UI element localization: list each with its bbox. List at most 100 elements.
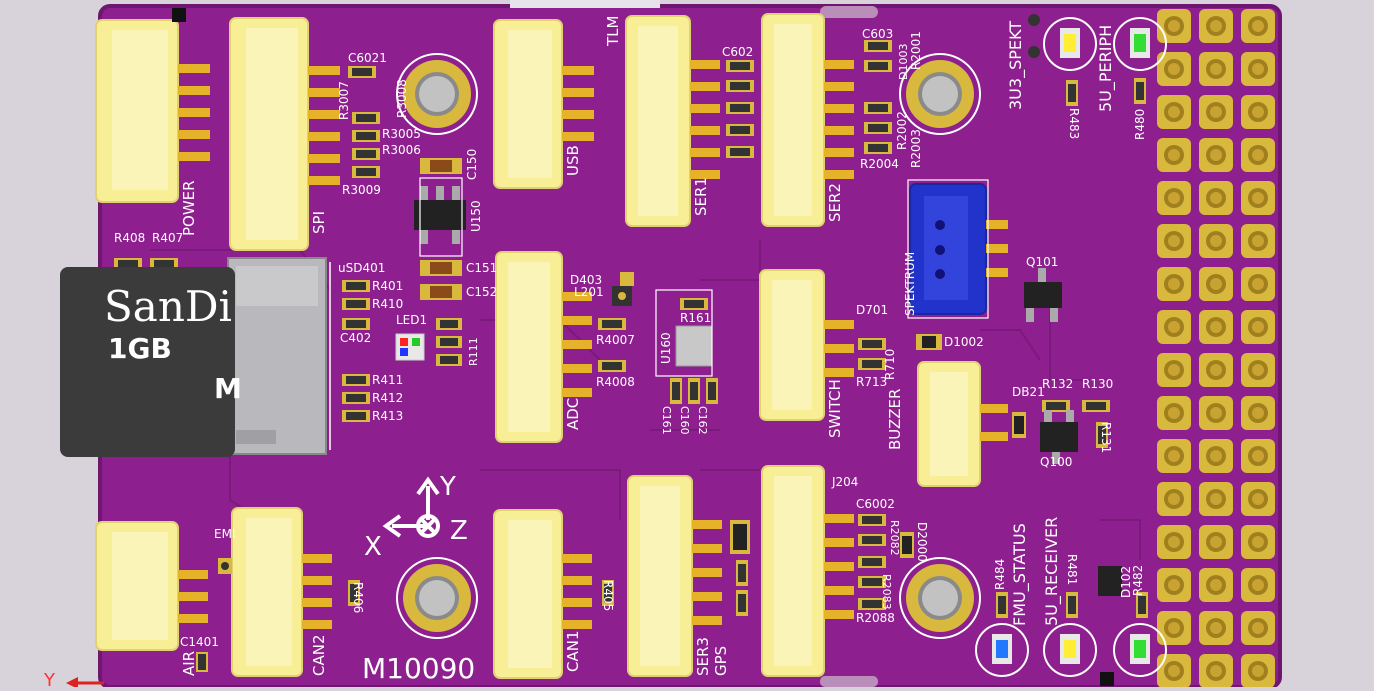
ref-r2082: R2082	[888, 520, 901, 556]
header-pad	[1241, 224, 1275, 258]
header-pad	[1241, 654, 1275, 687]
label-ser1: SER1	[692, 177, 710, 216]
header-pad	[1157, 181, 1191, 215]
label-adc: ADC	[564, 397, 582, 430]
ref-usd401: uSD401	[338, 261, 386, 275]
header-pad	[1241, 482, 1275, 516]
connector-buzzer[interactable]	[917, 361, 1008, 487]
header-pad	[1157, 611, 1191, 645]
header-pad	[1157, 568, 1191, 602]
ref-c6002: C6002	[856, 497, 895, 511]
connector-can2[interactable]	[231, 507, 332, 677]
sd-card-slot	[227, 257, 331, 455]
header-pad	[1157, 439, 1191, 473]
ref-r3008: R3008	[395, 79, 409, 118]
header-pad	[1157, 52, 1191, 86]
ref-r406: R406	[351, 582, 365, 614]
header-pad	[1157, 267, 1191, 301]
top-notch-right	[820, 6, 878, 18]
header-pad	[1199, 611, 1233, 645]
axis-symbol	[382, 476, 440, 538]
corner-axis-arrow	[66, 677, 104, 687]
axis-y-label: Y	[440, 472, 456, 502]
corner-axis-label: Y	[44, 670, 55, 691]
label-tlm: TLM	[604, 15, 622, 46]
diode-d2000	[900, 532, 914, 558]
ref-c6021: C6021	[348, 51, 387, 65]
label-ser3: SER3	[694, 637, 712, 676]
connector-j204[interactable]	[761, 465, 854, 677]
header-pad	[1157, 224, 1191, 258]
header-pad	[1157, 482, 1191, 516]
header-pad	[1241, 138, 1275, 172]
header-pad	[1241, 525, 1275, 559]
connector-can1[interactable]	[493, 509, 592, 679]
connector-adc[interactable]	[495, 251, 592, 443]
label-ser2: SER2	[826, 183, 844, 222]
header-pad	[1157, 525, 1191, 559]
header-pad	[1241, 396, 1275, 430]
header-pad	[1157, 353, 1191, 387]
label-led-periph: 5U_PERIPH	[1096, 24, 1115, 112]
ref-r410: R410	[372, 297, 404, 311]
header-pad-grid	[1157, 9, 1275, 687]
ref-r482: R482	[1131, 564, 1145, 596]
connector-usb[interactable]	[493, 19, 594, 189]
ic-q100	[1040, 410, 1078, 464]
fiducial-bottom	[1100, 672, 1114, 686]
label-gps: GPS	[712, 645, 730, 676]
ref-d2000: D2000	[915, 522, 929, 562]
connector-power[interactable]	[95, 19, 210, 203]
connector-spi[interactable]	[229, 17, 340, 251]
header-pad	[1241, 568, 1275, 602]
header-pad	[1241, 181, 1275, 215]
led-receiver	[1043, 623, 1097, 677]
via-top-2	[1028, 46, 1040, 58]
ref-r2001: R2001	[909, 31, 923, 70]
ref-u160: U160	[659, 332, 673, 364]
label-led1: LED1	[396, 313, 428, 327]
led1-component	[395, 333, 425, 361]
header-pad	[1199, 525, 1233, 559]
ref-c151: C151	[466, 261, 498, 275]
header-pad	[1157, 138, 1191, 172]
header-pad	[1199, 439, 1233, 473]
ref-c603: C603	[862, 27, 894, 41]
ref-d1003: D1003	[897, 43, 910, 80]
ref-r484: R484	[993, 558, 1007, 590]
label-led-spekt: 3U3_SPEKT	[1006, 20, 1025, 110]
ref-c1401: C1401	[180, 635, 219, 649]
connector-ser2[interactable]	[761, 13, 854, 227]
connector-switch[interactable]	[759, 269, 854, 421]
header-pad	[1157, 654, 1191, 687]
header-pad	[1157, 95, 1191, 129]
silkscreen-outlines	[419, 177, 989, 377]
header-pad	[1199, 396, 1233, 430]
header-pad	[1157, 396, 1191, 430]
connector-spektrum[interactable]	[909, 183, 1008, 315]
led-power-green	[1113, 623, 1167, 677]
ref-r2003: R2003	[909, 129, 923, 168]
header-pad	[1241, 439, 1275, 473]
axis-z-label: Z	[450, 516, 468, 546]
label-power: POWER	[180, 180, 198, 236]
ref-emi: EMI	[214, 527, 236, 541]
buzzer-component	[1012, 412, 1026, 438]
connector-ser3-gps[interactable]	[627, 475, 722, 677]
header-pad	[1199, 224, 1233, 258]
mount-hole-br	[899, 557, 981, 639]
diode-d102	[1098, 566, 1122, 596]
ic-u160	[675, 325, 713, 367]
ref-r2088: R2088	[856, 611, 895, 625]
header-pad	[1241, 95, 1275, 129]
axis-x-label: X	[364, 532, 382, 562]
ref-r2002: R2002	[895, 111, 909, 150]
connector-ser1[interactable]	[625, 15, 720, 227]
header-pad	[1157, 9, 1191, 43]
diode-d1002	[916, 334, 942, 350]
ref-r481: R481	[1065, 554, 1079, 586]
sd-card-brand: SanDi	[104, 282, 232, 331]
connector-air[interactable]	[95, 521, 208, 651]
ref-r3009: R3009	[342, 183, 381, 197]
d403-component	[612, 272, 634, 306]
